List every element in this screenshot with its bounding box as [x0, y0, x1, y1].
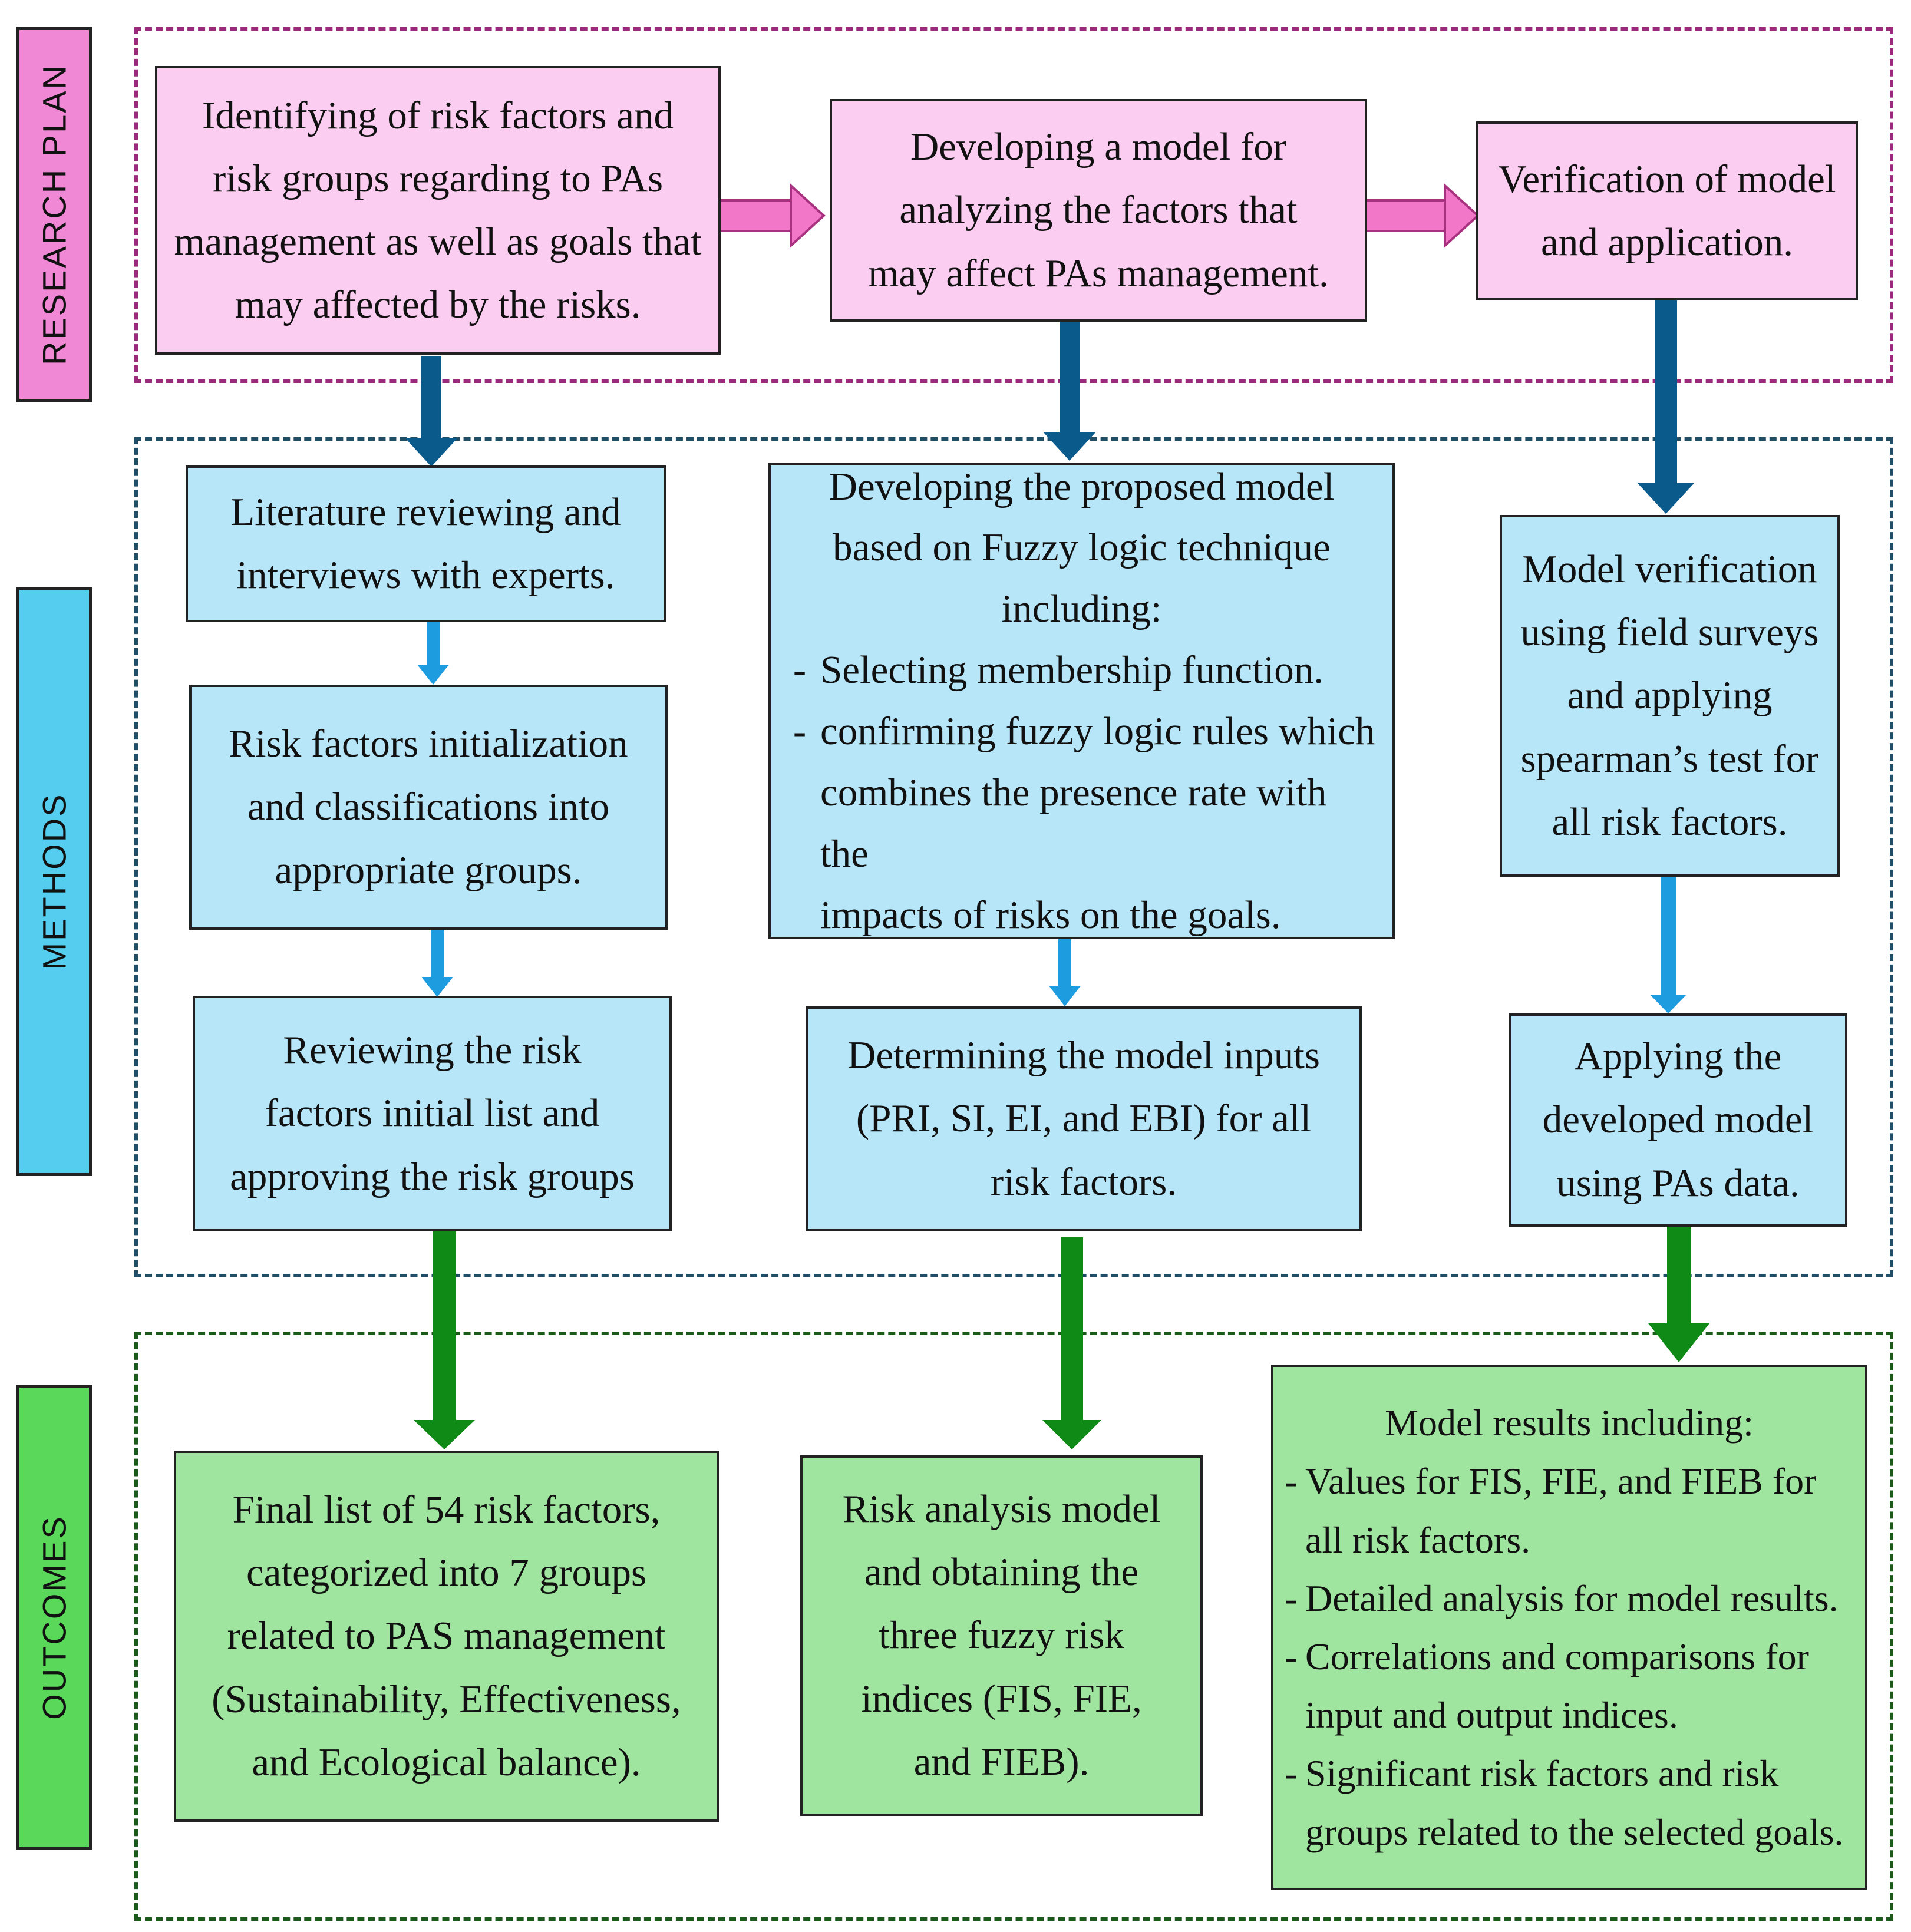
method-literature-review: Literature reviewing and interviews with…	[186, 465, 666, 622]
list-item: - confirming fuzzy logic rules which com…	[793, 709, 1375, 937]
arrow-step2-to-step3	[1361, 183, 1480, 249]
outcome-risk-model: Risk analysis model and obtaining the th…	[800, 1455, 1203, 1816]
arrow-fuzzy-to-inputs	[1049, 939, 1081, 1006]
list-item: - Values for FIS, FIE, and FIEB for all …	[1285, 1460, 1817, 1561]
arrow-step2-to-methods	[1044, 321, 1095, 461]
outcome-model-results: Model results including: - Values for FI…	[1271, 1365, 1867, 1890]
method-model-verification: Model verification using field surveys a…	[1500, 515, 1840, 877]
method-apply-model: Applying the developed model using PAs d…	[1509, 1013, 1847, 1227]
research-plan-zone	[134, 27, 1893, 383]
research-step-develop: Developing a model for analyzing the fac…	[830, 99, 1367, 322]
arrow-apply-to-results	[1648, 1226, 1709, 1362]
outcomes-zone	[134, 1332, 1893, 1921]
arrow-step3-to-methods	[1638, 299, 1694, 514]
method-risk-initialization: Risk factors initialization and classifi…	[189, 685, 668, 930]
arrow-verify-to-apply	[1650, 877, 1686, 1013]
fuzzy-steps-list: - Selecting membership function. - confi…	[779, 640, 1384, 946]
arrow-review-to-final-list	[414, 1231, 475, 1449]
method-review-list: Reviewing the risk factors initial list …	[193, 996, 672, 1231]
method-model-inputs: Determining the model inputs (PRI, SI, E…	[806, 1006, 1362, 1231]
methods-label: METHODS	[16, 587, 92, 1176]
methods-zone	[134, 437, 1893, 1277]
arrow-step1-to-step2	[719, 183, 826, 249]
results-list: - Values for FIS, FIE, and FIEB for all …	[1277, 1452, 1862, 1861]
list-item: - Correlations and comparisons for input…	[1285, 1636, 1809, 1736]
arrow-inputs-to-model	[1042, 1237, 1101, 1449]
outcome-final-list: Final list of 54 risk factors, categoriz…	[174, 1451, 719, 1822]
method-fuzzy-model: Developing the proposed model based on F…	[768, 463, 1395, 939]
research-step-verify: Verification of model and application.	[1476, 121, 1858, 300]
outcomes-label: OUTCOMES	[16, 1385, 92, 1850]
list-item: - Detailed analysis for model results.	[1285, 1577, 1839, 1619]
arrow-init-to-review	[421, 930, 453, 997]
list-item: - Selecting membership function.	[793, 648, 1324, 692]
list-item: - Significant risk factors and risk grou…	[1285, 1752, 1844, 1853]
arrow-step1-to-methods	[405, 356, 457, 467]
arrow-lit-to-init	[417, 622, 449, 685]
research-step-identify: Identifying of risk factors and risk gro…	[155, 66, 721, 355]
research-plan-label: RESEARCH PLAN	[16, 27, 92, 402]
